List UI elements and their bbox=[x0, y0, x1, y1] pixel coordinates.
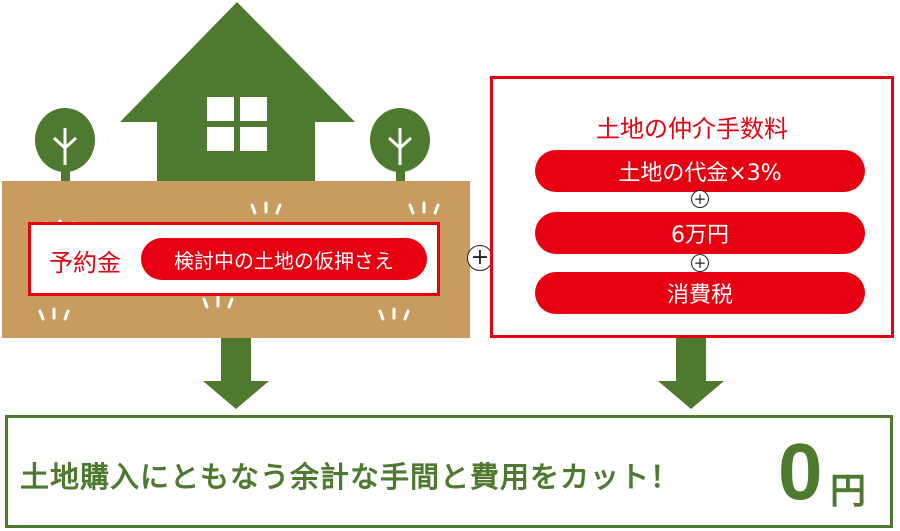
result-unit: 円 bbox=[830, 471, 867, 512]
arrow-right-icon bbox=[658, 338, 724, 409]
fee-item: 土地の代金×3% bbox=[535, 150, 865, 192]
plus-icon: + bbox=[467, 245, 493, 271]
fee-item: 消費税 bbox=[535, 272, 865, 314]
fee-title: 土地の仲介手数料 bbox=[596, 115, 788, 143]
plus-icon: + bbox=[691, 254, 709, 272]
tree-icon-left bbox=[35, 108, 95, 182]
result-text: 土地購入にともなう余計な手間と費用をカット！ bbox=[20, 460, 681, 494]
deposit-label: 予約金 bbox=[49, 249, 121, 277]
house-icon bbox=[120, 2, 355, 182]
result-amount: 0 bbox=[778, 427, 823, 516]
deposit-box: 予約金 検討中の土地の仮押さえ bbox=[28, 222, 440, 296]
deposit-detail-pill: 検討中の土地の仮押さえ bbox=[141, 238, 427, 280]
tree-icon-right bbox=[370, 108, 430, 182]
fee-item: 6万円 bbox=[535, 212, 865, 254]
plus-icon: + bbox=[691, 190, 709, 208]
arrow-left-icon bbox=[203, 338, 269, 409]
result-box: 土地購入にともなう余計な手間と費用をカット！ 0 円 bbox=[5, 415, 893, 528]
brokerage-fee-box: 土地の仲介手数料 土地の代金×3% + 6万円 + 消費税 bbox=[490, 76, 894, 338]
window-icon bbox=[207, 97, 267, 151]
